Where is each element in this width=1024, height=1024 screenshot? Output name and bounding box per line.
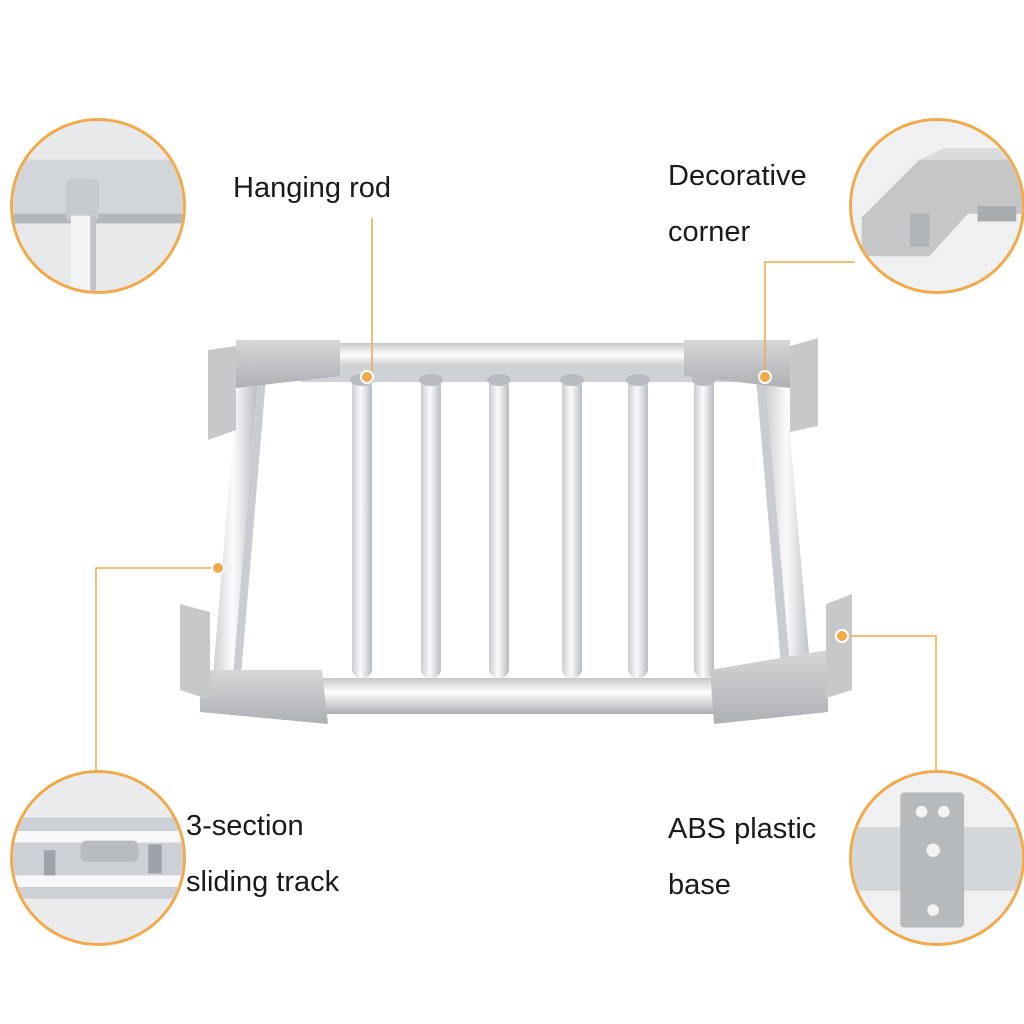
hanging-rods xyxy=(350,374,716,678)
abs-base-label: ABS plastic base xyxy=(668,813,817,901)
hanging-rod-label: Hanging rod xyxy=(233,172,391,204)
decorative-corner-label: Decorative corner xyxy=(668,160,807,248)
abs-base-detail xyxy=(849,770,1024,946)
sliding-track-detail xyxy=(10,770,186,946)
hanging-rod xyxy=(421,378,441,678)
hanging-rod xyxy=(628,378,648,678)
back-left-corner xyxy=(208,340,340,440)
hanging-rod xyxy=(694,378,714,678)
decorative-corner-detail xyxy=(849,118,1024,294)
hanging-rod xyxy=(562,378,582,678)
sliding-track-label: 3-section sliding track xyxy=(186,810,340,898)
anchor-dots xyxy=(211,370,849,643)
hanging-rod xyxy=(352,378,372,678)
hanging-rod xyxy=(489,378,509,678)
leader-lines xyxy=(95,218,937,772)
right-side-rail xyxy=(756,378,812,688)
front-left-corner xyxy=(180,604,328,724)
front-bar xyxy=(322,678,714,714)
left-side-rail xyxy=(212,378,266,688)
front-right-corner xyxy=(710,594,852,724)
hanging-rod-detail xyxy=(10,118,186,294)
